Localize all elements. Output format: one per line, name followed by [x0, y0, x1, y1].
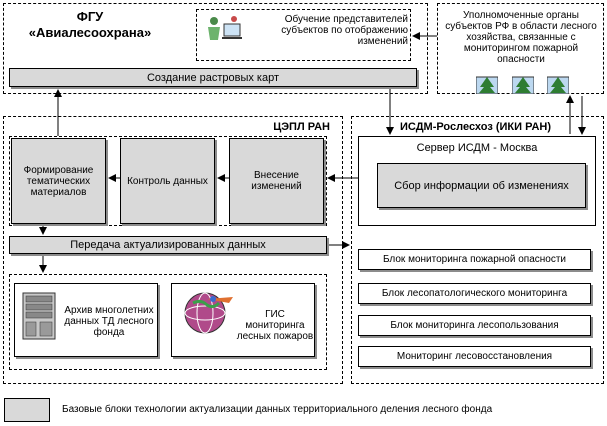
isdm-server-title: Сервер ИСДМ - Москва [416, 142, 538, 154]
cepl-section [3, 116, 343, 384]
isdm-block-4: Мониторинг лесовосстановления [358, 346, 591, 367]
control-box: Контроль данных [120, 138, 215, 224]
isdm-block-1: Блок мониторинга пожарной опасности [358, 249, 591, 270]
isdm-title: ИСДМ-Рослесхоз (ИКИ РАН) [400, 121, 552, 133]
raster-maps-box: Создание растровых карт [9, 68, 417, 87]
gis-text: ГИС мониторинга лесных пожаров [236, 308, 314, 342]
collect-box: Сбор информации об изменениях [377, 163, 586, 208]
isdm-block-2: Блок лесопатологического мониторинга [358, 283, 591, 304]
legend-text: Базовые блоки технологии актуализации да… [62, 404, 493, 415]
globe-icon [177, 289, 237, 337]
training-icon [204, 14, 246, 44]
training-text: Обучение представителей субъектов по ото… [281, 14, 408, 47]
formation-box: Формирование тематических материалов [11, 138, 106, 224]
fgu-section [3, 3, 428, 94]
training-box [196, 9, 411, 61]
isdm-section [351, 116, 604, 384]
cepl-data-group [9, 274, 327, 370]
authorities-text: Уполномоченные органы субъектов РФ в обл… [445, 9, 597, 65]
tree-icon-1 [475, 74, 499, 95]
isdm-block-3: Блок мониторинга лесопользования [358, 315, 591, 336]
cepl-title: ЦЭПЛ РАН [273, 121, 330, 133]
fgu-title-line2: «Авиалесоохрана» [28, 25, 152, 40]
server-icon [22, 292, 56, 340]
archive-text: Архив многолетних данных ТД лесного фонд… [64, 304, 154, 338]
entry-box: Внесение изменений [229, 138, 324, 224]
fgu-title: ФГУ «Авиалесоохрана» [20, 9, 160, 41]
transfer-box: Передача актуализированных данных [9, 236, 327, 254]
tree-icon-2 [511, 74, 535, 95]
legend-swatch [4, 398, 50, 422]
fgu-title-line1: ФГУ [76, 9, 104, 24]
cepl-process-group [9, 136, 327, 226]
tree-icon-3 [546, 74, 570, 95]
